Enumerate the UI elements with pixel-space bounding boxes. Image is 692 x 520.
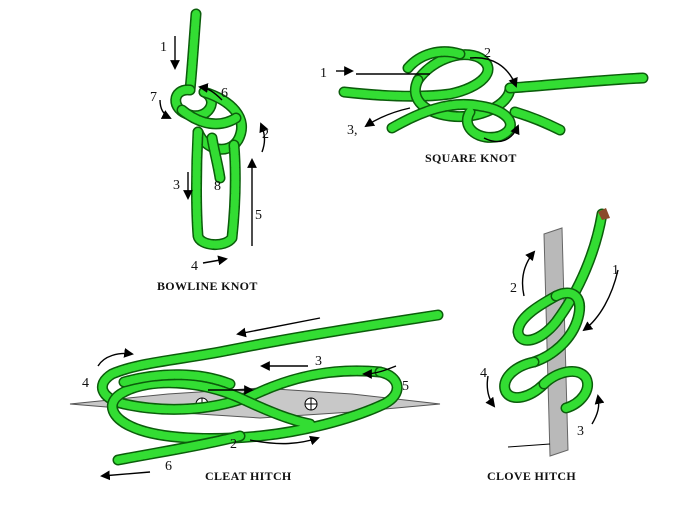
cleat-hitch: 2 3 4 5 6 CLEAT HITCH xyxy=(69,309,444,483)
cleat-step-6: 6 xyxy=(165,459,172,474)
clove-caption: CLOVE HITCH xyxy=(487,469,576,483)
square-arrow-4 xyxy=(483,124,520,143)
cleat-step-4: 4 xyxy=(82,376,89,391)
cleat-arrows xyxy=(97,317,397,481)
square-arrows xyxy=(336,57,520,143)
bowline-step-7: 7 xyxy=(150,90,157,105)
bowline-step-3: 3 xyxy=(173,178,180,193)
bowline-step-2: 2 xyxy=(262,127,269,142)
square-caption: SQUARE KNOT xyxy=(425,151,517,165)
bowline-step-5: 5 xyxy=(255,208,262,223)
cleat-step-3: 3 xyxy=(315,354,322,369)
cleat-rope xyxy=(96,309,444,466)
clove-step-4: 4 xyxy=(480,366,487,381)
square-rope xyxy=(338,46,649,143)
square-step-1: 1 xyxy=(320,66,327,81)
square-arrow-2 xyxy=(469,57,518,88)
square-arrow-3 xyxy=(364,107,411,128)
clove-arrow-2 xyxy=(521,250,536,297)
bowline-arrows xyxy=(159,36,269,266)
clove-arrows xyxy=(485,250,619,425)
bowline-arrow-7 xyxy=(159,99,172,119)
cleat-arrow-4 xyxy=(97,348,134,367)
bowline-step-1: 1 xyxy=(160,40,167,55)
clove-arrow-3 xyxy=(591,394,605,425)
cleat-arrow-1 xyxy=(236,317,321,338)
rope-tip xyxy=(598,208,610,220)
bowline-step-6: 6 xyxy=(221,86,228,101)
cleat-step-5: 5 xyxy=(402,379,409,394)
bowline-knot: 1 2 3 4 5 6 7 8 BOWLINE KNOT xyxy=(150,8,269,293)
clove-arrow-1 xyxy=(582,269,619,332)
square-step-2: 2 xyxy=(484,46,491,61)
clove-arrow-4 xyxy=(485,375,496,408)
bowline-step-8: 8 xyxy=(214,179,221,194)
bowline-step-4: 4 xyxy=(191,259,198,274)
square-knot: 1 2 3, SQUARE KNOT xyxy=(320,46,649,165)
cleat-caption: CLEAT HITCH xyxy=(205,469,292,483)
cleat-arrow-5 xyxy=(362,365,397,379)
pole-base-line xyxy=(507,443,551,448)
clove-step-3: 3 xyxy=(577,424,584,439)
clove-step-1: 1 xyxy=(612,263,619,278)
square-step-3: 3, xyxy=(347,123,358,138)
clove-hitch: 1 2 3 4 CLOVE HITCH xyxy=(480,208,619,483)
bowline-arrow-6 xyxy=(198,83,223,101)
cleat-arrow-2 xyxy=(249,435,320,446)
bowline-rope xyxy=(170,8,248,250)
clove-step-2: 2 xyxy=(510,281,517,296)
bowline-caption: BOWLINE KNOT xyxy=(157,279,258,293)
cleat-step-2: 2 xyxy=(230,437,237,452)
bowline-arrow-4 xyxy=(202,255,228,266)
cleat-arrow-6 xyxy=(100,470,151,481)
cleat-bolt-right xyxy=(304,397,318,411)
clove-rope xyxy=(499,208,608,414)
bowline-arrow-2 xyxy=(259,122,269,153)
